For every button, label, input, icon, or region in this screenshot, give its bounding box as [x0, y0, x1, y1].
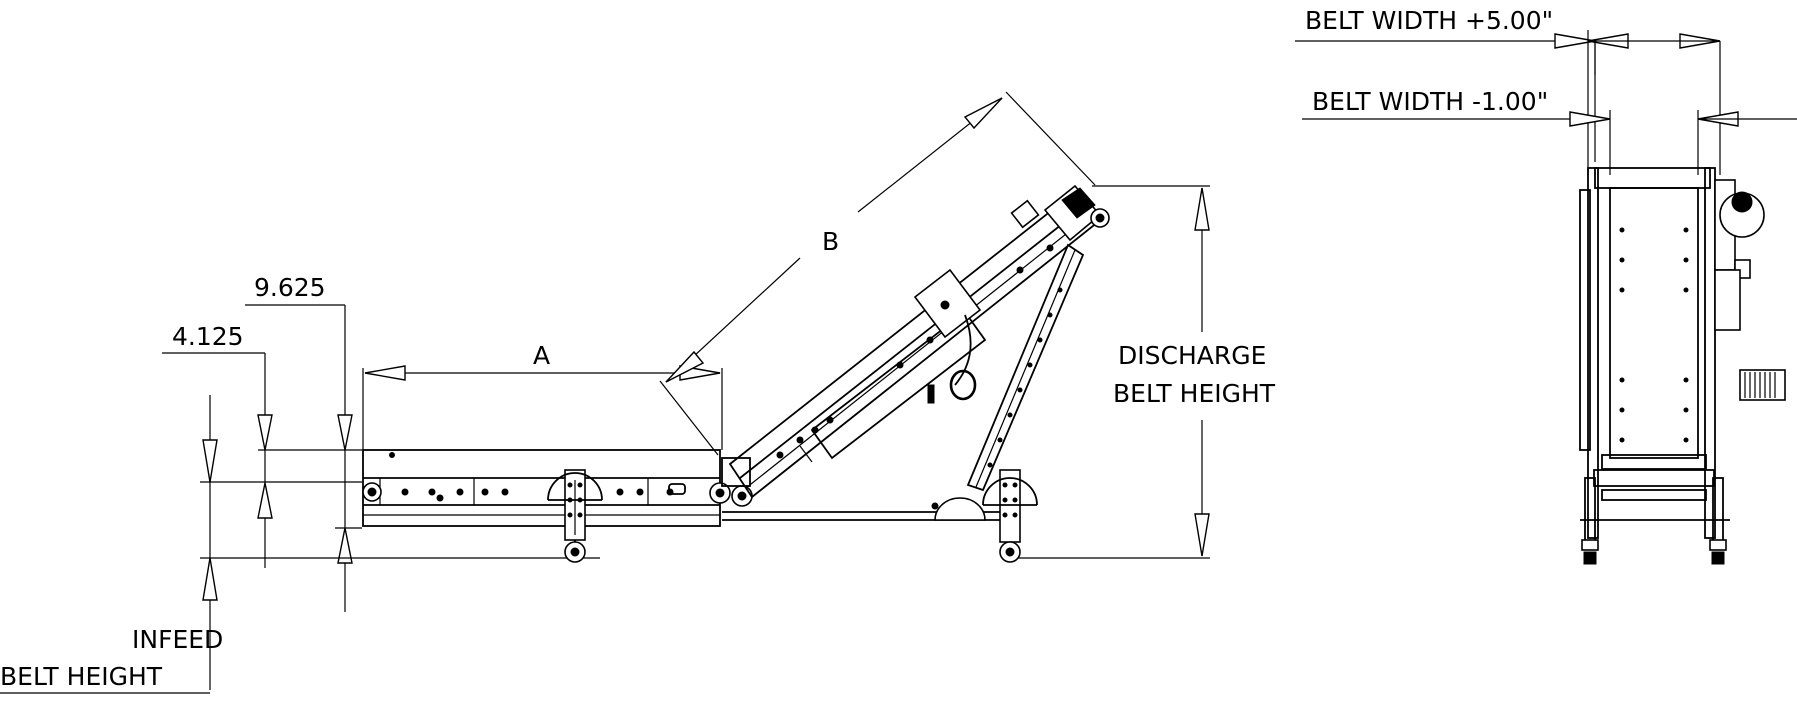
infeed-label-line2: BELT HEIGHT: [0, 662, 163, 691]
end-belt-face: [1609, 187, 1699, 459]
end-gear-reducer: [1739, 369, 1786, 401]
power-cord: [949, 369, 977, 401]
infeed-arrow-down: [202, 439, 218, 483]
discharge-arrow-up: [1194, 187, 1210, 231]
end-view-dimensions: BELT WIDTH +5.00" BELT WIDTH -1.00": [1295, 6, 1797, 175]
dim-b-label: B: [822, 227, 839, 256]
discharge-foot: [934, 497, 986, 521]
discharge-arrow-down: [1194, 513, 1210, 557]
dim-b-arrow-top: [963, 97, 1003, 130]
discharge-label-line2: BELT HEIGHT: [1113, 379, 1276, 408]
end-view-conveyor: [1579, 167, 1786, 565]
dim-4125-label: 4.125: [172, 322, 244, 351]
discharge-label-line1: DISCHARGE: [1118, 341, 1266, 370]
dim-4125-arrow-up: [257, 482, 273, 519]
belt-width-plus-label: BELT WIDTH +5.00": [1305, 6, 1553, 35]
incline-frame: [728, 190, 1100, 499]
belt-width-minus-arrow-left: [1569, 111, 1611, 127]
end-head-top: [1594, 167, 1711, 189]
belt-width-plus-arrow-right: [1554, 33, 1596, 49]
dim-b-arrow-bottom: [665, 350, 705, 383]
side-view-dimensions: A B 9.625 4.125 INFEED BELT HEIGHT: [0, 91, 1276, 694]
dim-a-label: A: [533, 341, 550, 370]
belt-width-minus-label: BELT WIDTH -1.00": [1312, 87, 1548, 116]
infeed-label-line1: INFEED: [132, 625, 223, 654]
dim-9625-arrow-up: [337, 527, 353, 564]
infeed-arrow-up: [202, 557, 218, 601]
discharge-stand: [999, 469, 1021, 543]
support-leg: [966, 243, 1085, 492]
dim-9625-label: 9.625: [254, 273, 326, 302]
dim-4125-arrow-down: [257, 414, 273, 451]
dim-9625-arrow-down: [337, 414, 353, 451]
side-view-conveyor: [362, 184, 1110, 563]
dim-a-arrow-left: [364, 365, 406, 381]
